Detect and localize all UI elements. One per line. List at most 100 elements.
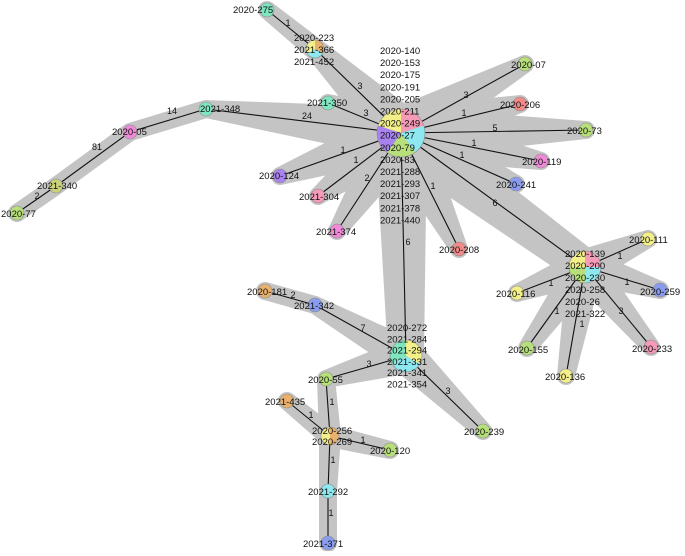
edge-halo [319, 435, 341, 492]
node-n2020_124[interactable] [272, 168, 288, 184]
node-label: 2021-322 [565, 309, 605, 320]
node-n2021_371[interactable] [320, 535, 336, 551]
node-circle [259, 2, 275, 18]
edge-weight-label: 1 [554, 306, 559, 316]
edge-line [400, 132, 407, 357]
node-label: 2021-440 [380, 215, 420, 226]
node-n2020_233[interactable] [643, 339, 659, 355]
node-circle [272, 168, 288, 184]
node-slice [389, 340, 406, 364]
edge-line [129, 108, 207, 133]
node-label: 2021-307 [380, 191, 420, 202]
node-circle [307, 297, 323, 313]
node-n2020_111[interactable] [640, 231, 656, 247]
node-label: 2021-366 [294, 45, 334, 56]
edge-line [266, 9, 316, 50]
node-n_cluster139[interactable] [568, 250, 602, 284]
node-circle [643, 339, 659, 355]
node-n2021_350[interactable] [320, 95, 336, 111]
edge-weight-label: 3 [463, 90, 468, 100]
edge-weight-label: 1 [548, 278, 553, 288]
node-slice [386, 133, 416, 157]
node-circle [578, 122, 594, 138]
node-label: 2021-374 [316, 227, 356, 238]
node-n_hub[interactable] [376, 108, 426, 158]
node-outline [568, 250, 602, 284]
node-circle [320, 483, 336, 499]
node-n2020_77[interactable] [9, 205, 25, 221]
node-n2021_292[interactable] [320, 483, 336, 499]
node-circle [9, 205, 25, 221]
node-n2020_206[interactable] [512, 96, 528, 112]
edge-line [55, 131, 131, 187]
node-label: 2021-293 [380, 179, 420, 190]
node-n2020_55[interactable] [318, 371, 334, 387]
node-label: 2021-435 [265, 397, 305, 408]
node-label: 2020-07 [511, 60, 546, 71]
node-n2020_155[interactable] [519, 340, 535, 356]
node-n2020_241[interactable] [508, 176, 524, 192]
node-n_cluster272[interactable] [389, 339, 423, 373]
node-n2020_05[interactable] [122, 124, 138, 140]
node-label: 2020-83 [380, 155, 415, 166]
edge-line [405, 355, 484, 432]
node-n2021_342[interactable] [307, 297, 323, 313]
edge-line [16, 185, 57, 214]
node-label: 2021-378 [380, 203, 420, 214]
node-n2021_435[interactable] [279, 393, 295, 409]
node-n2021_304[interactable] [310, 188, 326, 204]
node-n2021_348[interactable] [198, 101, 214, 117]
node-circle [382, 442, 398, 458]
node-n2020_07[interactable] [517, 56, 533, 72]
node-n2020_259[interactable] [652, 282, 668, 298]
node-n_cluster256[interactable] [320, 426, 340, 446]
edge-line [314, 304, 407, 357]
node-n2020_136[interactable] [558, 368, 574, 384]
node-n_cluster223[interactable] [305, 39, 325, 59]
node-label: 2021-288 [380, 167, 420, 178]
node-label: 2020-239 [464, 427, 504, 438]
node-label: 2021-371 [303, 539, 343, 550]
node-n2020_181[interactable] [257, 283, 273, 299]
node-label: 2021-340 [37, 181, 77, 192]
edge-weight-label: 2 [34, 191, 39, 201]
node-label: 2021-342 [294, 301, 334, 312]
edge-weight-label: 1 [471, 138, 476, 148]
edge-halo [385, 111, 596, 282]
node-circle [652, 282, 668, 298]
edge-weight-label: 1 [330, 455, 335, 465]
edge-line [325, 378, 331, 437]
node-circle [318, 371, 334, 387]
node-slice [406, 340, 423, 364]
node-label: 2021-292 [308, 487, 348, 498]
node-n2020_208[interactable] [451, 241, 467, 257]
node-label: 2020-111 [629, 235, 668, 246]
node-label: 2020-05 [112, 127, 147, 138]
node-label: 2020-275 [233, 5, 273, 16]
node-label: 2020-139 [565, 249, 605, 260]
node-n2020_239[interactable] [475, 423, 491, 439]
edge-weight-label: 1 [579, 319, 584, 329]
node-label: 2020-259 [640, 287, 680, 298]
node-n2020_275[interactable] [259, 2, 275, 18]
node-n2020_120[interactable] [382, 442, 398, 458]
node-circle [122, 124, 138, 140]
node-label: 2020-155 [508, 345, 548, 356]
edge-halo [327, 425, 393, 459]
node-label: 2020-200 [565, 261, 605, 272]
node-n2021_374[interactable] [329, 223, 345, 239]
node-outline [305, 39, 325, 59]
node-circle [320, 95, 336, 111]
node-circle [558, 368, 574, 384]
node-label: 2021-331 [387, 357, 427, 368]
node-n2020_119[interactable] [533, 153, 549, 169]
node-n2021_340[interactable] [48, 178, 64, 194]
node-n2020_73[interactable] [578, 122, 594, 138]
node-label: 2020-73 [567, 126, 602, 137]
edge-weight-label: 1 [353, 155, 358, 165]
node-n2020_116[interactable] [509, 285, 525, 301]
node-circle [508, 176, 524, 192]
